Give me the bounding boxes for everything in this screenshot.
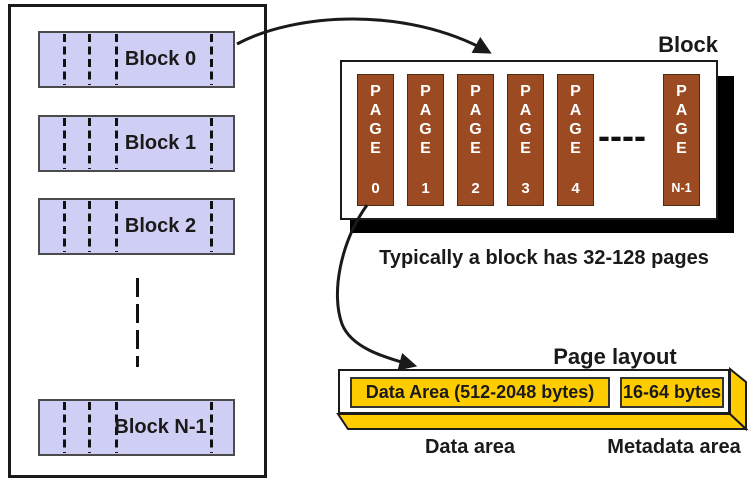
page-cell-2: P A G E 2	[457, 74, 494, 206]
page-number: 0	[371, 180, 380, 197]
block-partition-dash	[88, 34, 91, 85]
page-cell-n1: P A G E N-1	[663, 74, 700, 206]
page-word-letter: P	[520, 83, 531, 100]
page-word-letter: A	[469, 102, 482, 119]
block-partition-dash	[115, 402, 118, 453]
page-word-letter: P	[570, 83, 581, 100]
page-word-letter: E	[370, 140, 381, 157]
block-partition-dash	[115, 118, 118, 169]
page-word-letter: E	[420, 140, 431, 157]
block-partition-dash	[210, 34, 213, 85]
page-cell-0: P A G E 0	[357, 74, 394, 206]
page-number: 2	[471, 180, 480, 197]
page-number: 3	[521, 180, 530, 197]
page-word-letter: P	[420, 83, 431, 100]
block-partition-dash	[115, 201, 118, 252]
page-word-letter: E	[520, 140, 531, 157]
metadata-area-caption: Metadata area	[607, 436, 741, 458]
page-word-letter: A	[519, 102, 532, 119]
block-partition-dash	[63, 118, 66, 169]
page-word-letter: G	[675, 121, 688, 138]
page-word-letter: P	[676, 83, 687, 100]
page-layout-title: Page layout	[553, 344, 677, 369]
block-partition-dash	[210, 402, 213, 453]
block-row-0: Block 0	[38, 31, 235, 88]
page-word-letter: P	[470, 83, 481, 100]
page-word-letter: E	[470, 140, 481, 157]
block-partition-dash	[63, 402, 66, 453]
block-partition-dash	[63, 201, 66, 252]
page-word-letter: E	[676, 140, 687, 157]
metadata-area-cell: 16-64 bytes	[620, 377, 724, 408]
page-word-letter: E	[570, 140, 581, 157]
pages-ellipsis: ----	[598, 115, 646, 156]
page-number: N-1	[671, 181, 692, 195]
page-cell-3: P A G E 3	[507, 74, 544, 206]
page-word-letter: A	[369, 102, 382, 119]
page-layout-slab: Data Area (512-2048 bytes) 16-64 bytes	[338, 369, 730, 414]
page-word-letter: G	[369, 121, 382, 138]
block-label: Block 2	[124, 215, 197, 237]
arrow-block-to-pages	[236, 17, 492, 54]
page-word-letter: G	[569, 121, 582, 138]
block-partition-dash	[210, 118, 213, 169]
slab-right-face	[729, 366, 747, 432]
block-row-1: Block 1	[38, 115, 235, 172]
block-partition-dash	[63, 34, 66, 85]
page-word-letter: G	[469, 121, 482, 138]
page-word-letter: A	[675, 102, 688, 119]
block-partition-dash	[115, 34, 118, 85]
page-cell-1: P A G E 1	[407, 74, 444, 206]
block-box-title: Block	[658, 32, 718, 57]
block-partition-dash	[210, 201, 213, 252]
page-number: 1	[421, 180, 430, 197]
page-word-letter: G	[519, 121, 532, 138]
block-box: P A G E 0 P A G E 1 P A G E 2 P A G E 3	[340, 60, 718, 220]
page-word-letter: A	[569, 102, 582, 119]
block-partition-dash	[88, 118, 91, 169]
block-label: Block 0	[124, 48, 197, 70]
page-number: 4	[571, 180, 580, 197]
block-label: Block N-1	[114, 416, 207, 438]
page-word-letter: G	[419, 121, 432, 138]
data-area-cell: Data Area (512-2048 bytes)	[350, 377, 610, 408]
page-word-letter: P	[370, 83, 381, 100]
block-row-n1: Block N-1	[38, 399, 235, 456]
block-partition-dash	[88, 201, 91, 252]
block-caption: Typically a block has 32-128 pages	[379, 247, 709, 269]
slab-bottom-face	[336, 413, 749, 430]
page-cell-4: P A G E 4	[557, 74, 594, 206]
block-partition-dash	[88, 402, 91, 453]
data-area-caption: Data area	[424, 436, 516, 458]
page-word-letter: A	[419, 102, 432, 119]
block-label: Block 1	[124, 132, 197, 154]
block-row-2: Block 2	[38, 198, 235, 255]
